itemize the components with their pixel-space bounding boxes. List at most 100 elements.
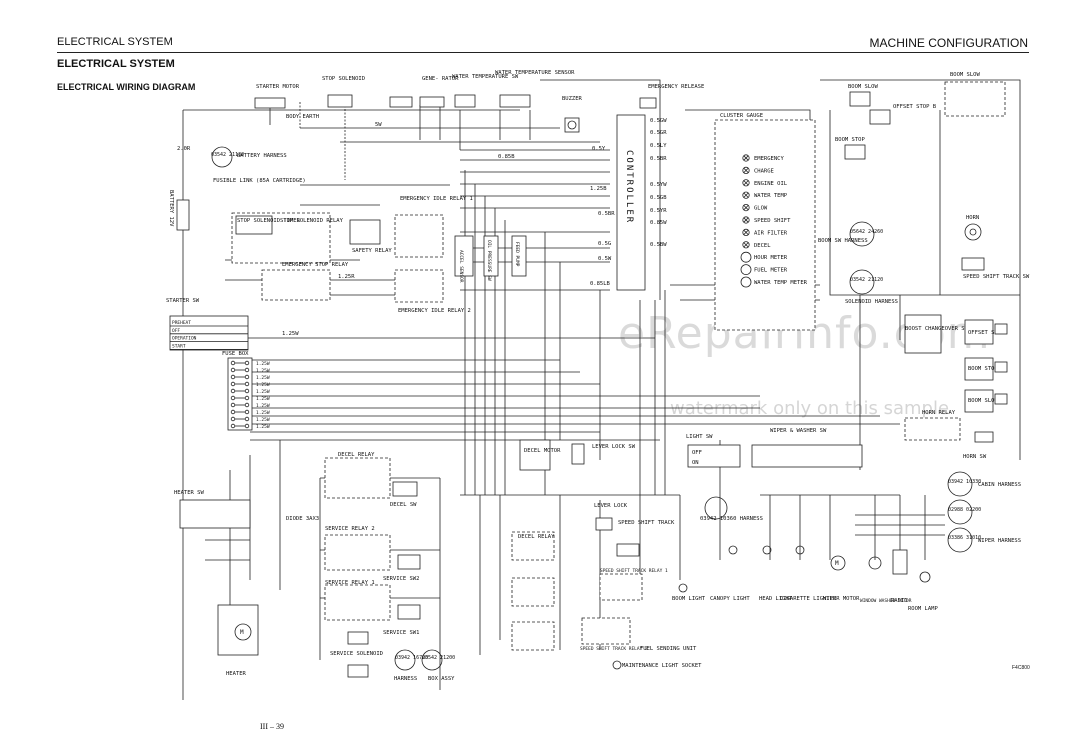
cluster-indicator: DECEL	[742, 241, 771, 249]
cabin-harness-label: CABIN HARNESS	[978, 482, 1021, 488]
water-temperature-sw: WATER TEMPERATURE SW	[452, 74, 519, 108]
fuse: 1.25W	[230, 381, 270, 388]
harness-03942: 03942 10360 HARNESS	[700, 496, 763, 522]
cluster-indicator-label: EMERGENCY	[754, 156, 784, 162]
cluster-indicator-label: FUEL METER	[754, 268, 788, 274]
wire-label: 2.0R	[177, 146, 191, 152]
decel-sw: DECEL SW	[390, 481, 418, 508]
fuse-label: 1.25W	[256, 403, 270, 409]
heater: M HEATER	[217, 604, 259, 677]
boom-slow-sv-label: BOOM SLOW	[968, 398, 998, 404]
speed-shift-track-relay-1-label: SPEED SHIFT TRACK RELAY 1	[600, 568, 668, 574]
service-relay-2-label: SERVICE RELAY 2	[325, 526, 375, 532]
room-lamp-label: ROOM LAMP	[908, 606, 938, 612]
generator-label: GENE- RATOR	[422, 76, 459, 82]
watermark-sub: watermark only on this sample	[670, 398, 950, 419]
heater-label: HEATER	[226, 671, 247, 677]
cluster-indicator: CHARGE	[742, 166, 774, 174]
fuse-label: 1.25W	[256, 368, 270, 374]
generator: GENE- RATOR	[389, 76, 459, 108]
speed-shift-track-relay-2-label: SPEED SHIFT TRACK RELAY 2	[580, 646, 648, 652]
starter-sw-position: OPERATION	[172, 336, 197, 342]
horn-sw: HORN SW	[963, 431, 994, 460]
boom-light-label: BOOM LIGHT	[672, 596, 706, 602]
service-sw1-label: SERVICE SW1	[383, 630, 419, 636]
emergency-stop-relay: EMERGENCY STOP RELAY	[261, 262, 349, 301]
lever-lock: LEVER LOCK	[594, 503, 628, 531]
boom-sw-harness: 05642 24260 BOOM SW HARNESS	[818, 221, 883, 247]
wire-label: 1.25R	[338, 274, 355, 280]
lever-lock-sw-label: LEVER LOCK SW	[592, 444, 636, 450]
boom-slow-sv: BOOM SLOW	[964, 389, 1008, 413]
speed-shift-track-label: SPEED SHIFT TRACK	[618, 520, 675, 526]
cluster-indicator-label: GLOW	[754, 206, 768, 212]
maintenance-light-socket: MAINTENANCE LIGHT SOCKET	[612, 660, 702, 670]
wire-harness	[182, 79, 1021, 700]
window-washer-motor: WINDOW WASHER MOTOR	[860, 556, 912, 604]
battery-harness: 03542 21130 BATTERY HARNESS	[211, 146, 287, 168]
wiper-harness-label: WIPER HARNESS	[978, 538, 1021, 544]
wire-label: 0.5G	[598, 241, 611, 247]
heater-sw-label: HEATER SW	[174, 490, 204, 496]
speed-shift-track-sw-label: SPEED SHIFT TRACK SW	[963, 274, 1030, 280]
accel-sensor: ACCEL SENSOR	[454, 235, 474, 283]
boom-slow-label-right: BOOM SLOW	[950, 72, 980, 78]
oil-pressure-sw: OIL PRESSURE SW	[483, 235, 499, 281]
wire-label: 0.85LB	[590, 281, 611, 287]
header-left: ELECTRICAL SYSTEM	[57, 36, 173, 48]
solenoid-harness: 03542 21120 SOLENOID HARNESS	[845, 269, 898, 305]
heater-sw: HEATER SW	[174, 490, 251, 529]
starter-sw-position: PREHEAT	[172, 320, 191, 326]
starter-sw-position: START	[172, 343, 186, 349]
offset-stop-b: OFFSET STOP B	[869, 104, 937, 125]
water-temperature-sensor: WATER TEMPERATURE SENSOR	[495, 70, 575, 108]
service-solenoid-label: SERVICE SOLENOID	[330, 651, 383, 657]
header-rule	[57, 52, 1029, 53]
safety-relay: SAFETY RELAY	[349, 219, 392, 254]
wire-labels: 0.85B 0.5GW 0.5GR 0.5LY 0.5BR 0.5YW 0.5G…	[177, 118, 667, 337]
svg-text:M: M	[835, 560, 839, 567]
wire-label: 1.25B	[590, 186, 607, 192]
cluster-indicator-label: AIR FILTER	[754, 230, 788, 236]
harness-03942-label: 03942 10360 HARNESS	[700, 516, 763, 522]
solenoid-harness-code: 03542 21120	[850, 277, 883, 283]
fusible-link-label: FUSIBLE LINK (85A CARTRIDGE)	[213, 178, 306, 184]
figure-ref: F4C800	[1012, 665, 1030, 671]
relay-block: DECEL RELAY	[511, 531, 555, 651]
fuse-label: 1.25W	[256, 417, 270, 423]
lever-lock-label: LEVER LOCK	[594, 503, 628, 509]
decel-motor-label: DECEL MOTOR	[524, 448, 561, 454]
wire-label: 0.85W	[650, 220, 667, 226]
room-lamp: ROOM LAMP	[908, 571, 938, 612]
starter-sw-label: STARTER SW	[166, 298, 200, 304]
svg-text:M: M	[240, 629, 244, 636]
wire-label: 0.5LY	[650, 143, 667, 149]
controller-label: CONTROLLER	[624, 150, 634, 224]
offset-stop-label: OFFSET STOP	[968, 330, 1005, 336]
fuel-sending-unit: FUEL SENDING UNIT	[640, 646, 697, 652]
fuse-label: 1.25W	[256, 389, 270, 395]
boost-changeover-sw: BOOST CHANGEOVER SW	[904, 314, 969, 354]
horn: HORN	[964, 215, 982, 241]
wire-label: 0.5BW	[650, 242, 667, 248]
wire-label: 0.85B	[498, 154, 515, 160]
speed-shift-track-relay-1: SPEED SHIFT TRACK RELAY 1	[599, 568, 668, 601]
cluster-indicator: AIR FILTER	[742, 228, 788, 236]
emergency-stop-relay-label: EMERGENCY STOP RELAY	[282, 262, 349, 268]
header-right: MACHINE CONFIGURATION	[869, 36, 1028, 50]
wire-label: 1.25W	[282, 331, 299, 337]
wire-label: 0.5YW	[650, 182, 667, 188]
fuse: 1.25W	[230, 395, 270, 402]
fuse: 1.25W	[230, 367, 270, 374]
harness-code-1: 03942 16720	[395, 655, 428, 661]
wiper-washer-sw: WIPER & WASHER SW	[751, 428, 863, 468]
boom-slow: BOOM SLOW BOOM SLOW	[848, 72, 1006, 117]
boom-stop-sv-label: BOOM STOP	[968, 366, 998, 372]
box-assy-label: BOX ASSY	[428, 676, 455, 682]
stop-solenoid-relay-label: STOP SOLENOID RELAY	[280, 218, 344, 224]
